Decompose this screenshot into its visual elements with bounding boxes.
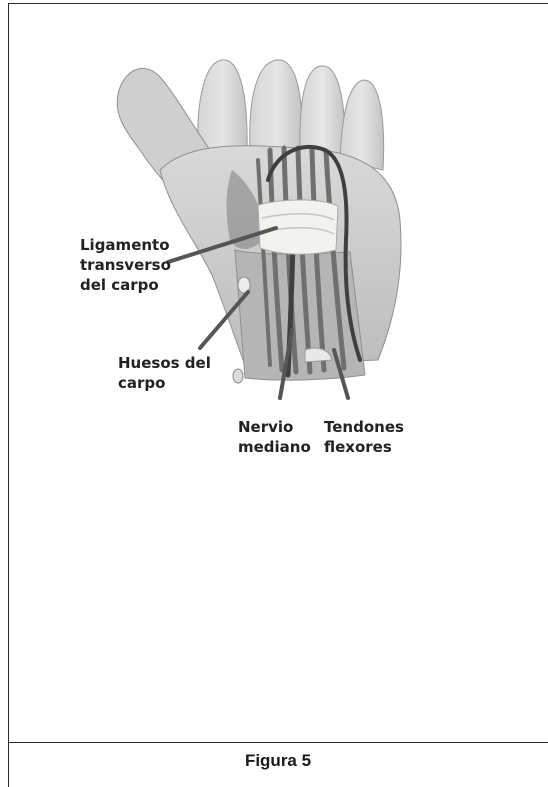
caption-divider	[8, 742, 548, 743]
finger-middle	[250, 60, 303, 150]
label-ligamento-2: transverso	[80, 256, 171, 274]
label-ligamento-1: Ligamento	[80, 236, 170, 254]
label-tendones-2: flexores	[324, 438, 392, 456]
finger-index	[198, 60, 247, 150]
finger-ring	[300, 66, 345, 155]
label-ligamento-3: del carpo	[80, 276, 159, 294]
label-nervio-1: Nervio	[238, 418, 293, 436]
carpal-tunnel-illustration: Ligamento transverso del carpo Huesos de…	[0, 0, 548, 742]
label-huesos-2: carpo	[118, 374, 165, 392]
label-nervio-2: mediano	[238, 438, 311, 456]
label-huesos-1: Huesos del	[118, 354, 211, 372]
transverse-carpal-ligament	[258, 200, 338, 254]
label-tendones-1: Tendones	[324, 418, 404, 436]
figure-caption: Figura 5	[8, 751, 548, 771]
